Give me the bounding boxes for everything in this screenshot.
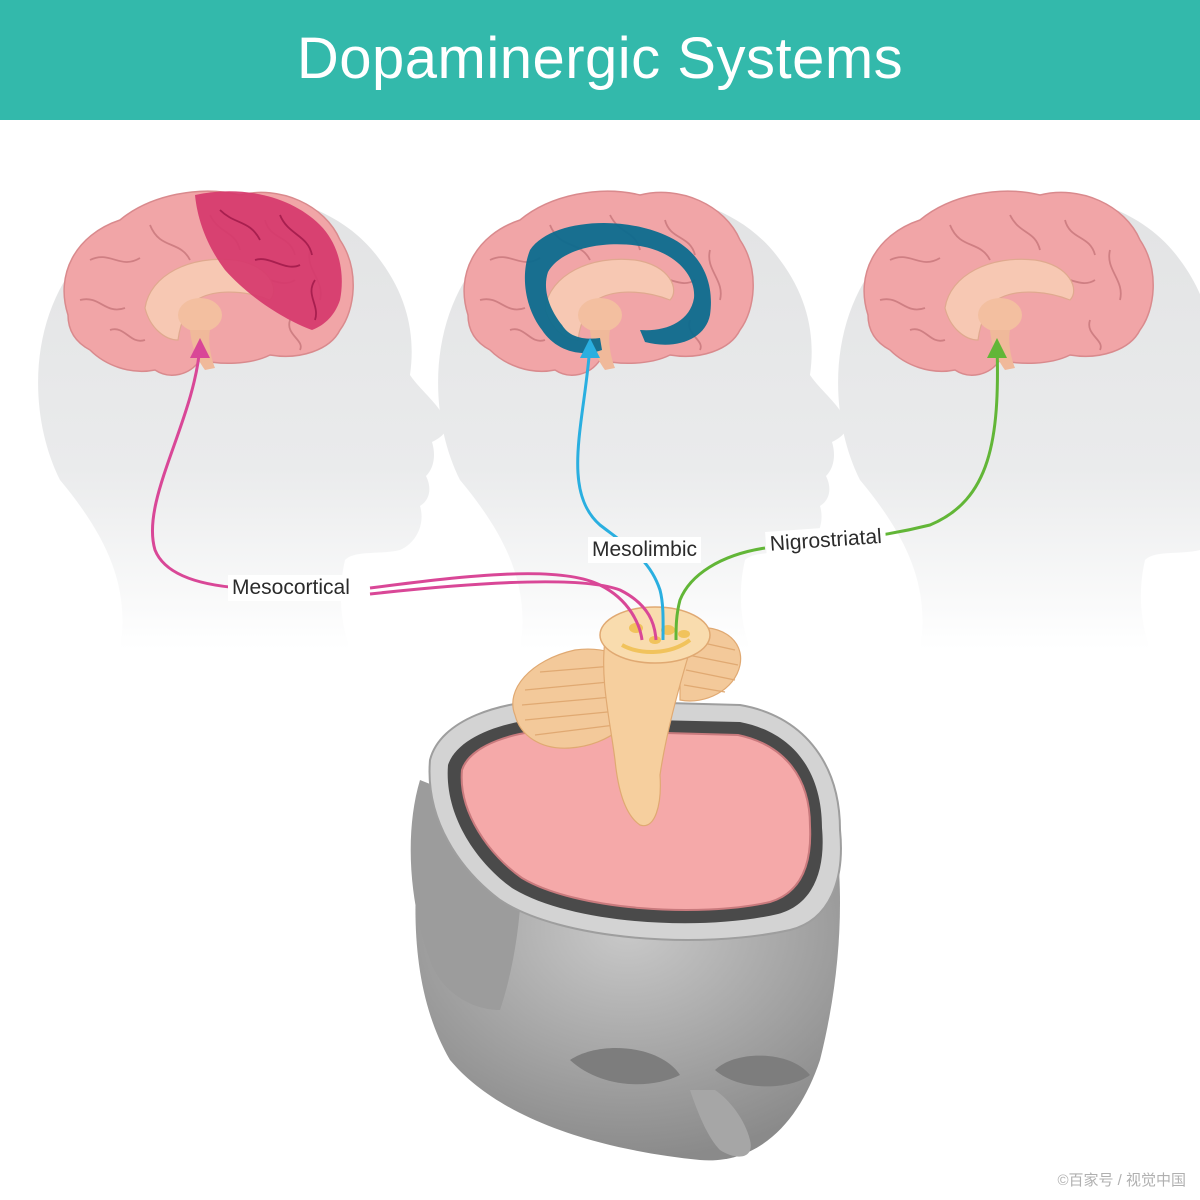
mesolimbic-arrowhead	[580, 338, 600, 358]
watermark: ©百家号 / 视觉中国	[1057, 1172, 1186, 1189]
nigrostriatal-arrowhead	[987, 338, 1007, 358]
pathway-mesolimbic	[576, 338, 665, 641]
label-mesocortical: Mesocortical	[228, 575, 354, 601]
title-banner: Dopaminergic Systems	[0, 0, 1200, 120]
brain-mesocortical	[63, 190, 355, 377]
brainstem-midbrain	[512, 606, 742, 827]
head-mesocortical	[38, 190, 447, 650]
head-nigrostriatal	[838, 190, 1200, 650]
brain-mesolimbic	[463, 190, 755, 377]
mesocortical-arrowhead	[190, 338, 210, 358]
pathway-mesocortical	[150, 338, 658, 641]
page-title: Dopaminergic Systems	[296, 25, 904, 91]
label-mesolimbic: Mesolimbic	[588, 537, 702, 563]
head-mesolimbic	[438, 190, 847, 650]
brain-nigrostriatal	[863, 190, 1155, 377]
